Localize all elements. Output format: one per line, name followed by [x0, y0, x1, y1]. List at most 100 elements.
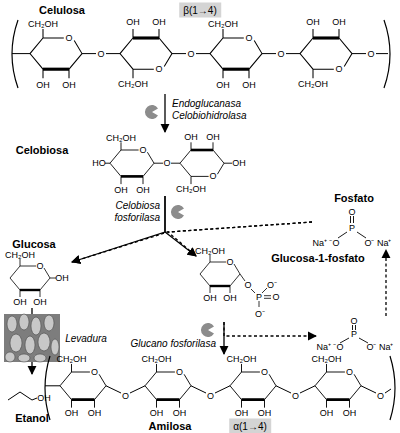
atom-label: OH — [320, 408, 334, 418]
reaction-arrow — [164, 94, 165, 132]
atom-label: O — [335, 64, 342, 74]
molecule-node: GlucosaCH₂OHOOHOHOH — [2, 236, 72, 308]
atom-label: O — [91, 367, 98, 377]
atom-label: OH — [235, 408, 249, 418]
atom-label: CH₂OH — [118, 79, 148, 89]
atom-label: O — [97, 49, 104, 59]
glucose-unit — [315, 364, 361, 408]
atom-label: O⁻ — [255, 307, 265, 320]
atom-label: CH₂OH — [176, 184, 206, 194]
yeast-photo — [4, 314, 60, 362]
atom-label: OH — [232, 158, 246, 168]
atom-label: OH — [114, 185, 128, 195]
atom-label: CH₂OH — [298, 79, 328, 89]
reaction-arrow — [31, 308, 32, 314]
atom-label: CH₂OH — [195, 246, 225, 256]
glucose-unit — [200, 255, 240, 293]
atom-label: OH — [173, 408, 187, 418]
atom-label: O — [36, 261, 43, 271]
polymer-bracket — [12, 20, 390, 88]
atom-label: OH — [88, 408, 102, 418]
atom-label: OH — [242, 80, 256, 90]
atom-label: O — [272, 292, 279, 302]
atom-label: OH — [13, 297, 27, 307]
atom-label: Na⁺ ⁻O — [312, 236, 339, 249]
enzyme-icon — [171, 205, 184, 219]
atom-label: O — [261, 367, 268, 377]
glucose-unit — [180, 142, 224, 184]
atom-label: OH — [184, 132, 198, 142]
atom-label: P — [351, 329, 357, 339]
atom-label: O — [139, 145, 146, 155]
enzyme-label: Endoglucanasa Celobiohidrolasa — [172, 98, 267, 122]
atom-label: O — [367, 49, 374, 59]
atom-label: O — [245, 33, 252, 43]
atom-label: CH₂OH — [227, 354, 257, 364]
atom-label: CH₂OH — [106, 133, 136, 143]
molecule-name: Celobiosa — [16, 144, 69, 156]
glucose-unit — [120, 29, 172, 78]
atom-label: OH — [37, 393, 51, 403]
atom-label: O⁻ Na⁺ — [364, 236, 391, 249]
atom-label: OH — [223, 293, 237, 303]
molecule-node: EtanolOH — [4, 374, 74, 430]
molecule-node: Amilosaα(1→4)CH₂OHOOHOHCH₂OHOOHOHCH₂OHOO… — [36, 354, 398, 433]
linkage-tag: β(1→4) — [179, 3, 221, 18]
reaction-arrow — [165, 196, 196, 256]
reaction-arrow — [72, 196, 165, 262]
atom-label: OH — [152, 17, 166, 27]
ethanol-skeleton — [8, 392, 37, 400]
atom-label: O — [163, 158, 170, 168]
organism-name: Levadura — [65, 333, 107, 344]
molecule-node: Levadura — [4, 314, 60, 362]
enzyme-icon — [201, 323, 214, 337]
atom-label: CH₂OH — [312, 354, 342, 364]
connector-layer — [32, 94, 386, 374]
molecule-node: OPNa⁺ ⁻OO⁻ Na⁺ — [316, 316, 394, 352]
glucose-unit — [60, 364, 106, 408]
glycosidic-bond — [12, 53, 388, 54]
atom-label: OH — [343, 408, 357, 418]
glucose-unit — [10, 259, 50, 297]
atom-label: OH — [126, 17, 140, 27]
atom-label: O — [187, 49, 194, 59]
glucose-unit — [230, 364, 276, 408]
reaction-arrow — [223, 322, 224, 354]
glucose-unit — [300, 29, 352, 78]
atom-label: O⁻ Na⁺ — [366, 340, 393, 353]
atom-label: OH — [136, 185, 150, 195]
atom-label: OH — [55, 273, 69, 283]
atom-label: Na⁺ ⁻O — [316, 340, 343, 353]
atom-label: O — [226, 257, 233, 267]
atom-label: O — [155, 64, 162, 74]
atom-label: CH₂OH — [57, 354, 87, 364]
atom-label: O — [292, 391, 299, 401]
enzyme-label: Celobiosa fosforilasa — [88, 200, 160, 224]
enzyme-label: Glucano fosforilasa — [106, 338, 216, 350]
atom-label: OH — [36, 80, 50, 90]
atom-label: O — [209, 171, 216, 181]
polymer-bracket — [45, 356, 395, 420]
molecule-node: FosfatoOPNa⁺ ⁻OO⁻ Na⁺ — [312, 190, 396, 250]
linkage-tag: α(1→4) — [229, 419, 271, 433]
phosphate-bonds — [340, 325, 368, 343]
yeast-cells — [5, 314, 59, 362]
atom-label: O — [244, 280, 251, 290]
reaction-arrow — [31, 362, 32, 374]
atom-label: P — [349, 223, 355, 233]
atom-label: O — [346, 367, 353, 377]
atom-label: O — [277, 49, 284, 59]
glycosidic-bond — [45, 386, 391, 393]
atom-label: OH — [258, 408, 272, 418]
atom-label: OH — [306, 17, 320, 27]
molecule-name: Fosfato — [334, 192, 374, 204]
atom-label: P — [256, 292, 262, 302]
glucose-unit — [210, 29, 262, 78]
atom-label: OH — [33, 297, 47, 307]
molecule-node: CelobiosaHOCH₂OHOOHOHOCH₂OHOOHOHOH — [12, 132, 252, 196]
atom-label: OH — [150, 408, 164, 418]
atom-label: CH₂OH — [208, 19, 238, 29]
atom-label: OH — [65, 408, 79, 418]
molecule-name: Celulosa — [39, 4, 85, 16]
